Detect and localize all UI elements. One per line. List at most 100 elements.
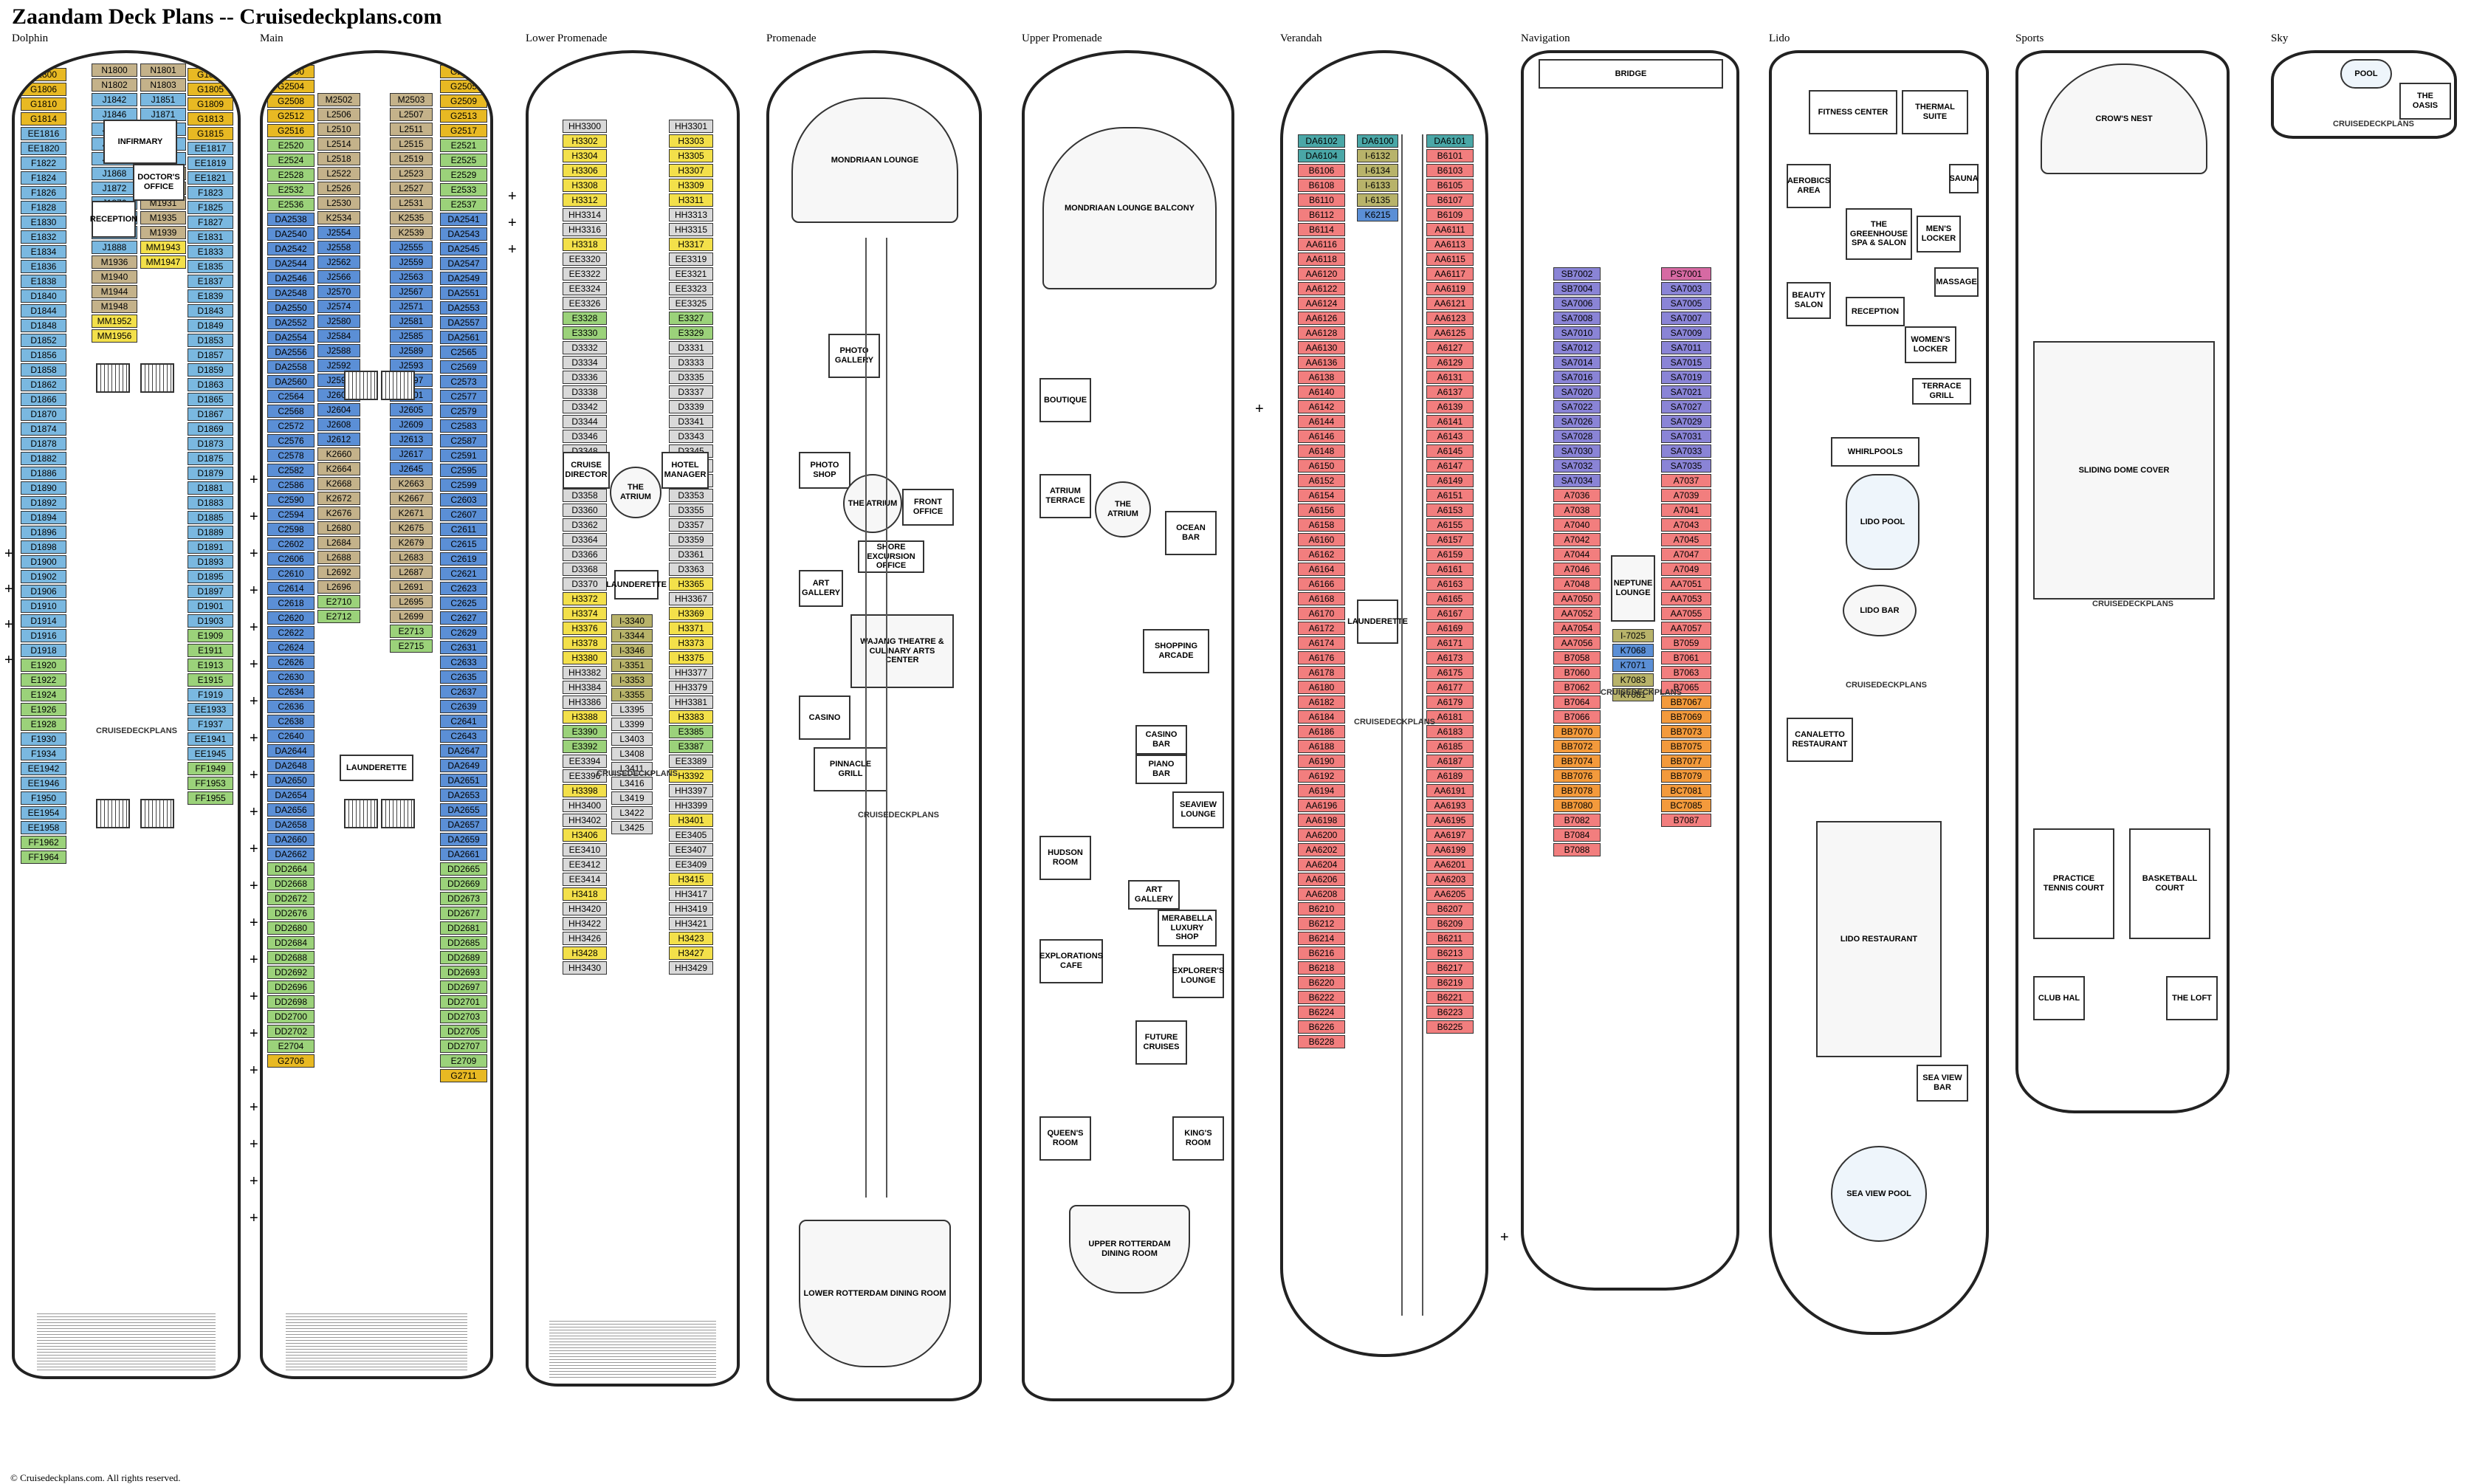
cabin[interactable]: H3406 (563, 828, 607, 842)
cabin[interactable]: J2585 (390, 329, 433, 343)
cabin[interactable]: DA2654 (267, 789, 315, 802)
cabin[interactable]: G1801 (188, 68, 233, 81)
the-atrium[interactable]: THE ATRIUM (1095, 481, 1151, 537)
cabin[interactable]: I-3355 (611, 688, 653, 701)
cabin[interactable]: A6142 (1298, 400, 1345, 413)
explorers-lounge[interactable]: EXPLORER'S LOUNGE (1172, 954, 1224, 998)
cabin[interactable]: L3425 (611, 821, 653, 834)
cabin[interactable]: C2631 (440, 641, 487, 654)
cabin[interactable]: L2514 (317, 137, 360, 151)
cabin[interactable]: A7048 (1553, 577, 1601, 591)
cabin[interactable]: DA2545 (440, 242, 487, 255)
cabin[interactable]: AA7051 (1661, 577, 1711, 591)
cabin[interactable]: D1900 (21, 555, 66, 568)
cabin[interactable]: DD2669 (440, 877, 487, 890)
cabin[interactable]: K7071 (1612, 659, 1654, 672)
cabin[interactable]: I-6134 (1357, 164, 1398, 177)
cabin[interactable]: C2643 (440, 729, 487, 743)
cabin[interactable]: A6159 (1426, 548, 1474, 561)
cabin[interactable]: K2660 (317, 447, 360, 461)
cabin[interactable]: D3334 (563, 356, 607, 369)
cabin[interactable]: FF1964 (21, 851, 66, 864)
lido-restaurant[interactable]: LIDO RESTAURANT (1816, 821, 1942, 1057)
cabin[interactable]: H3401 (669, 814, 713, 827)
cabin[interactable]: H3392 (669, 769, 713, 783)
cabin[interactable]: A6182 (1298, 695, 1345, 709)
cabin[interactable]: DA2541 (440, 213, 487, 226)
cabin[interactable]: B6106 (1298, 164, 1345, 177)
hotel-manager[interactable]: HOTEL MANAGER (661, 452, 709, 489)
cabin[interactable]: G2509 (440, 95, 487, 108)
cabin[interactable]: E1922 (21, 673, 66, 687)
boutique[interactable]: BOUTIQUE (1039, 378, 1091, 422)
cabin[interactable]: K2539 (390, 226, 433, 239)
cabin[interactable]: J2584 (317, 329, 360, 343)
cabin[interactable]: DD2701 (440, 995, 487, 1009)
cabin[interactable]: A6172 (1298, 622, 1345, 635)
cabin[interactable]: C2598 (267, 523, 315, 536)
cabin[interactable]: C2610 (267, 567, 315, 580)
cabin[interactable]: J1842 (92, 93, 137, 106)
practice-tennis-court[interactable]: PRACTICE TENNIS COURT (2033, 828, 2114, 939)
sea-view-bar[interactable]: SEA VIEW BAR (1917, 1065, 1968, 1102)
reception[interactable]: RECEPTION (1846, 297, 1905, 326)
cabin[interactable]: B6207 (1426, 902, 1474, 916)
cabin[interactable]: DA2661 (440, 848, 487, 861)
cabin[interactable]: D1866 (21, 393, 66, 406)
cabin[interactable]: A6171 (1426, 636, 1474, 650)
cabin[interactable]: E1913 (188, 659, 233, 672)
cabin[interactable]: J2589 (390, 344, 433, 357)
cabin[interactable]: E2709 (440, 1054, 487, 1068)
cabin[interactable]: D1890 (21, 481, 66, 495)
cabin[interactable]: HH3402 (563, 814, 607, 827)
cabin[interactable]: D1879 (188, 467, 233, 480)
cabin[interactable]: HH3386 (563, 695, 607, 709)
cabin[interactable]: A6156 (1298, 504, 1345, 517)
cabin[interactable]: E1833 (188, 245, 233, 258)
cabin[interactable]: DA2649 (440, 759, 487, 772)
cabin[interactable]: I-3344 (611, 629, 653, 642)
sliding-dome-cover[interactable]: SLIDING DOME COVER (2033, 341, 2215, 600)
launderette[interactable]: LAUNDERETTE (606, 570, 667, 600)
cabin[interactable]: C2578 (267, 449, 315, 462)
cabin[interactable]: J2554 (317, 226, 360, 239)
cabin[interactable]: B6214 (1298, 932, 1345, 945)
cabin[interactable]: AA6199 (1426, 843, 1474, 856)
cabin[interactable]: G1814 (21, 112, 66, 126)
cabin[interactable]: D1857 (188, 348, 233, 362)
the-greenhouse-spa[interactable]: THE GREENHOUSE SPA & SALON (1846, 208, 1912, 260)
cabin[interactable]: D1882 (21, 452, 66, 465)
cabin[interactable]: DD2673 (440, 892, 487, 905)
cabin[interactable]: BB7069 (1661, 710, 1711, 724)
cabin[interactable]: AA6122 (1298, 282, 1345, 295)
cabin[interactable]: SA7007 (1661, 312, 1711, 325)
cabin[interactable]: L2683 (390, 551, 433, 564)
cabin[interactable]: A6140 (1298, 385, 1345, 399)
cabin[interactable]: L3419 (611, 791, 653, 805)
casino-bar[interactable]: CASINO BAR (1135, 725, 1187, 755)
cabin[interactable]: C2576 (267, 434, 315, 447)
cabin[interactable]: AA6119 (1426, 282, 1474, 295)
cabin[interactable]: M1944 (92, 285, 137, 298)
cabin[interactable]: D3363 (669, 563, 713, 576)
cabin[interactable]: BB7080 (1553, 799, 1601, 812)
cabin[interactable]: E2537 (440, 198, 487, 211)
doctors-office[interactable]: DOCTOR'S OFFICE (133, 164, 185, 201)
atrium-terrace[interactable]: ATRIUM TERRACE (1039, 474, 1091, 518)
cabin[interactable]: D1889 (188, 526, 233, 539)
cabin[interactable]: D1902 (21, 570, 66, 583)
cabin[interactable]: DA2647 (440, 744, 487, 758)
cabin[interactable]: G2505 (440, 80, 487, 93)
canaletto-restaurant[interactable]: CANALETTO RESTAURANT (1787, 718, 1853, 762)
cabin[interactable]: A6176 (1298, 651, 1345, 664)
cabin[interactable]: C2591 (440, 449, 487, 462)
cabin[interactable]: C2633 (440, 656, 487, 669)
cabin[interactable]: C2611 (440, 523, 487, 536)
cabin[interactable]: HH3382 (563, 666, 607, 679)
aerobics-area[interactable]: AEROBICS AREA (1787, 164, 1831, 208)
cabin[interactable]: J2562 (317, 255, 360, 269)
cabin[interactable]: E1909 (188, 629, 233, 642)
cabin[interactable]: DD2689 (440, 951, 487, 964)
cabin[interactable]: SA7022 (1553, 400, 1601, 413)
cabin[interactable]: D1878 (21, 437, 66, 450)
